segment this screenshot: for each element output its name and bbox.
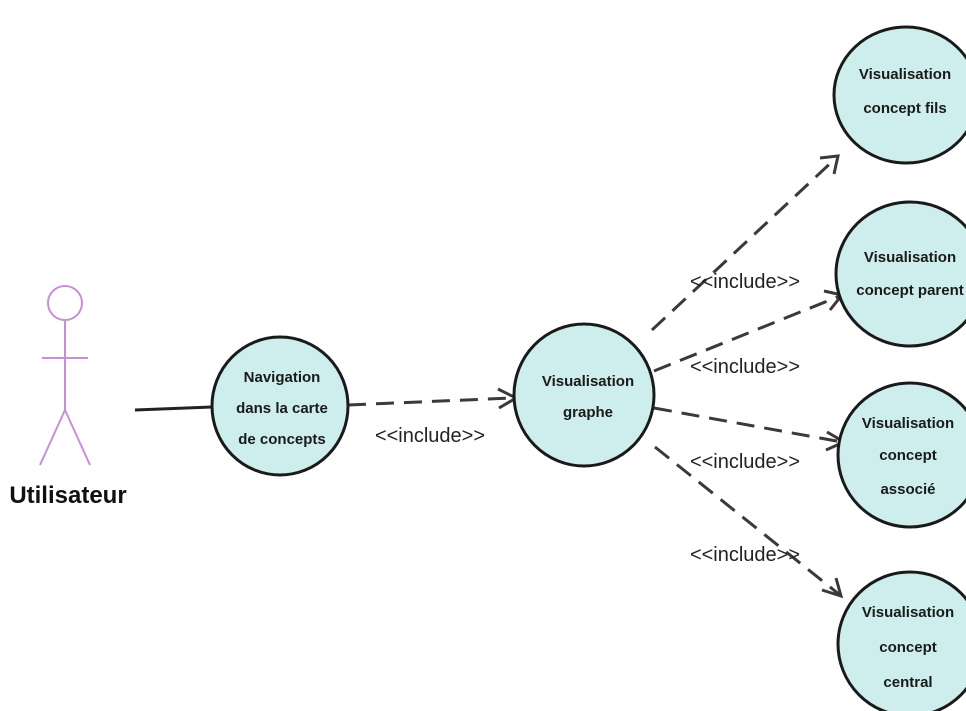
use-case-label: concept fils: [863, 100, 946, 117]
use-case-label: Navigation: [244, 369, 321, 386]
use-case-concept-parent[interactable]: Visualisation concept parent: [834, 200, 966, 348]
use-case-label: Visualisation: [859, 66, 951, 83]
use-case-label: central: [883, 674, 932, 691]
include-graphe-parent: <<include>>: [653, 289, 845, 378]
use-case-label: Visualisation: [542, 373, 634, 390]
include-graphe-associe: <<include>>: [653, 406, 848, 473]
dependency-line: [653, 294, 841, 373]
use-case-navigation[interactable]: Navigation dans la carte de concepts: [210, 335, 350, 477]
include-label-5: <<include>>: [690, 544, 800, 566]
include-graphe-fils: <<include>>: [650, 154, 840, 332]
actor-head: [47, 285, 83, 321]
use-case-label: concept: [879, 639, 937, 656]
use-case-label: dans la carte: [236, 400, 328, 417]
dependency-line: [650, 156, 838, 332]
use-case-concept-associe[interactable]: Visualisation concept associé: [836, 381, 966, 529]
use-case-label: Visualisation: [862, 415, 954, 432]
association-line: [134, 405, 213, 412]
actor-left-leg: [39, 409, 66, 466]
arrow-head: [821, 577, 844, 599]
use-case-label: de concepts: [238, 431, 326, 448]
actor-right-leg: [64, 409, 91, 466]
include-label-3: <<include>>: [690, 356, 800, 378]
use-case-visualisation-graphe[interactable]: Visualisation graphe: [512, 322, 656, 468]
use-case-concept-fils[interactable]: Visualisation concept fils: [832, 25, 966, 165]
include-label-2: <<include>>: [690, 271, 800, 293]
include-label-4: <<include>>: [690, 451, 800, 473]
dependency-line: [347, 396, 513, 407]
include-label-1: <<include>>: [375, 425, 485, 447]
include-navigation-graphe: <<include>>: [347, 387, 520, 447]
dependency-line: [653, 406, 843, 444]
use-case-label: associé: [880, 481, 935, 498]
arrow-head: [819, 154, 840, 175]
use-case-concept-central[interactable]: Visualisation concept central: [836, 570, 966, 711]
use-case-label: Visualisation: [862, 604, 954, 621]
use-case-label: concept parent: [856, 282, 964, 299]
actor-name: Utilisateur: [9, 482, 126, 509]
actor-utilisateur: Utilisateur: [9, 285, 127, 509]
use-case-label: graphe: [563, 404, 613, 421]
use-case-label: concept: [879, 447, 937, 464]
use-case-label: Visualisation: [864, 249, 956, 266]
dependency-line: [654, 445, 841, 597]
include-graphe-central: <<include>>: [654, 445, 844, 599]
